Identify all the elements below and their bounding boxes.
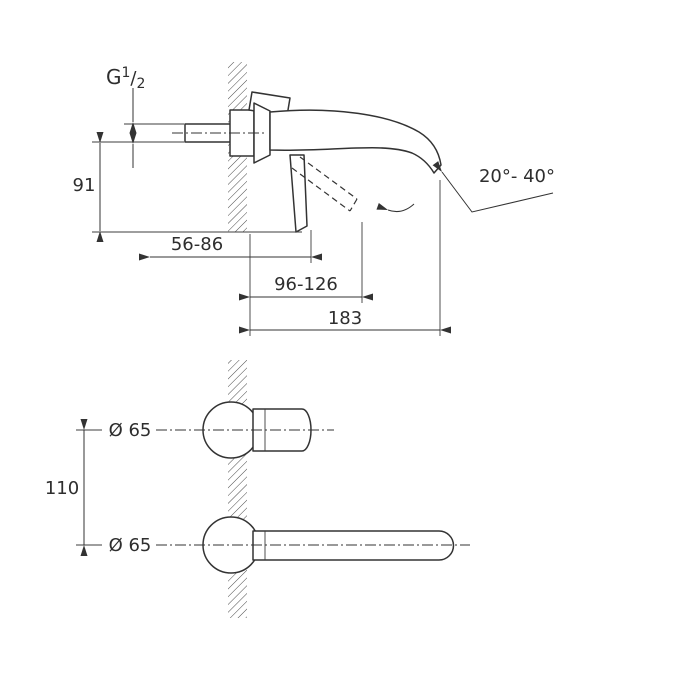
angle-leader	[432, 161, 554, 213]
thread-size-dimension: G1/2	[92, 65, 184, 168]
lever-swing-dashed	[291, 156, 358, 212]
side-view: G1/2 91 56-86 96-126 183	[73, 62, 555, 336]
dimension-56-86-label: 56-86	[171, 234, 223, 255]
dimension-110-label: 110	[45, 478, 79, 499]
flow-direction-arrow	[376, 203, 415, 212]
dimension-96-126-label: 96-126	[274, 274, 338, 295]
angle-range-label: 20°- 40°	[479, 166, 555, 187]
front-view: Ø 65 Ø 65 110	[45, 360, 470, 618]
dimension-110: 110	[45, 419, 102, 556]
dimension-91-label: 91	[73, 175, 96, 196]
diameter-65-spout-label: Ø 65	[109, 535, 152, 556]
handle-knob	[252, 408, 312, 452]
lever-handle	[289, 154, 308, 233]
spout-escutcheon	[202, 516, 260, 574]
diameter-65-handle-label: Ø 65	[109, 420, 152, 441]
dimension-91: 91	[73, 132, 302, 242]
wall-section-hatch-front	[228, 360, 247, 618]
dimension-183: 183	[239, 180, 451, 336]
dimension-183-label: 183	[328, 308, 362, 329]
spout	[269, 109, 442, 174]
handle-escutcheon	[202, 401, 260, 459]
dimension-56-86: 56-86	[139, 230, 322, 263]
thread-size-label: G1/2	[106, 65, 145, 92]
spout-angle-annotation: 20°- 40°	[432, 161, 555, 213]
dimension-96-126: 96-126	[239, 222, 373, 336]
